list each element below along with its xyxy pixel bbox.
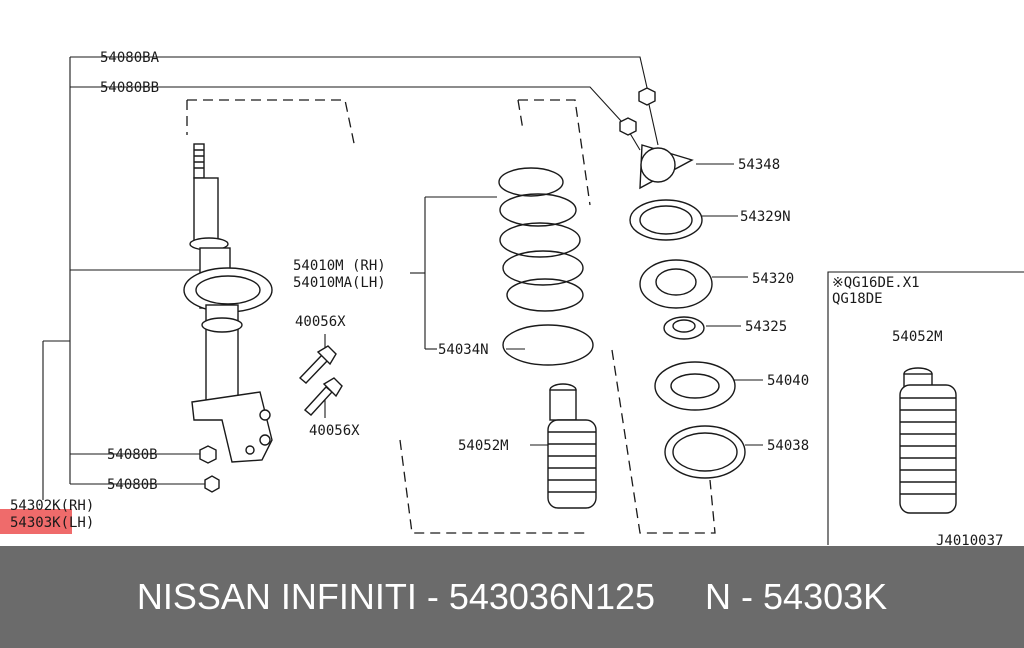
leader-lines xyxy=(42,56,763,500)
inset-engine-line1: ※QG16DE.X1 xyxy=(832,275,920,291)
label-54348: 54348 xyxy=(738,157,780,173)
top-mount-parts xyxy=(629,144,746,479)
label-54325: 54325 xyxy=(745,319,787,335)
label-54080b-a: 54080B xyxy=(107,447,158,463)
inset-box xyxy=(827,271,1024,545)
bump-stopper xyxy=(547,383,597,509)
label-54320: 54320 xyxy=(752,271,794,287)
label-54080b-b: 54080B xyxy=(107,477,158,493)
label-54038: 54038 xyxy=(767,438,809,454)
footer-banner: NISSAN INFINITI - 543036N125 N - 54303K xyxy=(0,546,1024,648)
label-54034n: 54034N xyxy=(438,342,489,358)
label-54302k: 54302K(RH) xyxy=(10,498,94,514)
label-54080ba: 54080BA xyxy=(100,50,160,66)
strut-assembly xyxy=(183,143,273,463)
label-54040: 54040 xyxy=(767,373,809,389)
bolts xyxy=(199,87,656,493)
coil-spring xyxy=(498,167,594,366)
diagram-code: J4010037 xyxy=(936,533,1003,546)
label-54329n: 54329N xyxy=(740,209,791,225)
diagram-svg: 54080BA 54080BB 54348 54329N 54320 54325… xyxy=(10,50,1024,546)
dashed-guides xyxy=(186,99,716,534)
label-40056x-bottom: 40056X xyxy=(309,423,360,439)
inset-engine-line2: QG18DE xyxy=(832,291,883,307)
label-54010m: 54010M (RH) xyxy=(293,258,386,274)
highlight-marker xyxy=(0,509,72,534)
label-54303k: 54303K(LH) xyxy=(10,515,94,531)
label-54080bb: 54080BB xyxy=(100,80,159,96)
label-54052m: 54052M xyxy=(458,438,509,454)
inset-part-label: 54052M xyxy=(892,329,943,345)
label-40056x-top: 40056X xyxy=(295,314,346,330)
label-54010ma: 54010MA(LH) xyxy=(293,275,386,291)
parts-diagram: 54080BA 54080BB 54348 54329N 54320 54325… xyxy=(0,50,1024,546)
footer-text: NISSAN INFINITI - 543036N125 N - 54303K xyxy=(136,576,888,617)
